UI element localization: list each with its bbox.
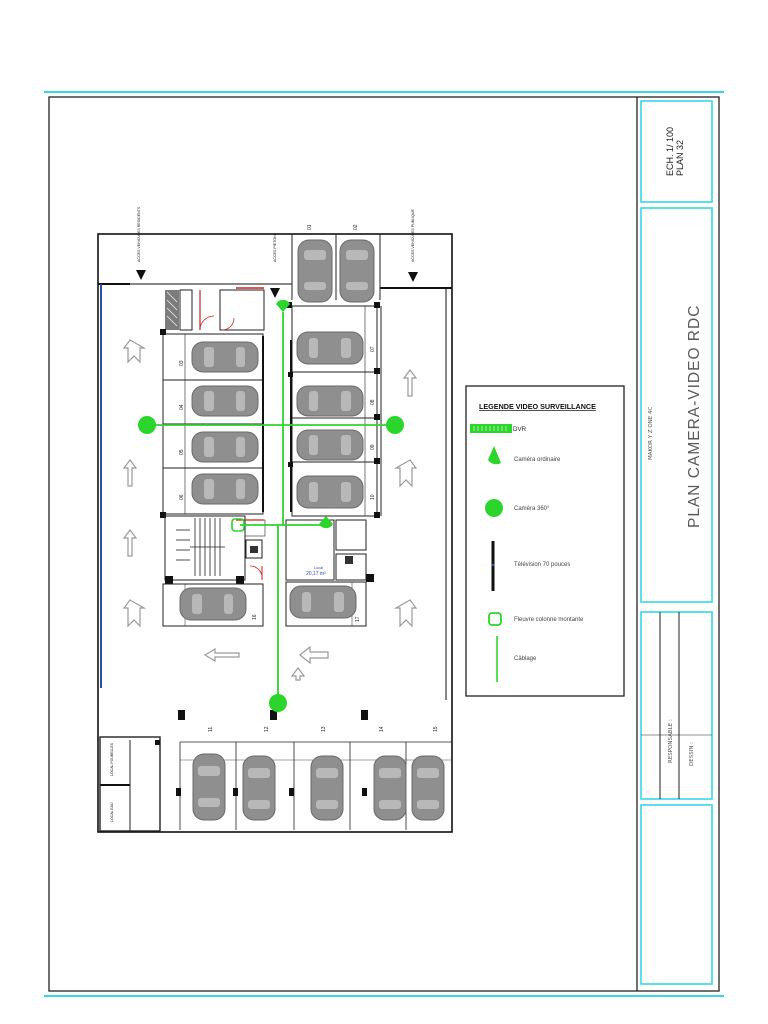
- legend-dvr-label: DVR: [513, 426, 527, 433]
- riser-column: [231, 518, 245, 532]
- spot-12: 12: [264, 726, 270, 732]
- client-label: MAKOR Y Z ONE 4C: [648, 406, 654, 460]
- legend-cable-label: Câblage: [514, 656, 537, 662]
- spot-05: 05: [179, 449, 185, 455]
- access-left-arrow: [136, 270, 146, 280]
- camera-ordinary-core: [319, 516, 333, 529]
- spot-17: 17: [355, 616, 361, 622]
- legend-tv-label: Télévision 70 pouces: [514, 562, 570, 568]
- plan-outline: [97, 233, 453, 833]
- camera-360-south: [269, 694, 287, 712]
- room-bottom-1: LOCAL POUBELLES: [110, 742, 114, 776]
- access-right-label: ACCES VEHICULES PUBLIQUE: [411, 208, 415, 262]
- spot-13: 13: [321, 726, 327, 732]
- spot-06: 06: [179, 494, 185, 500]
- floor-plan: ACCES VEHICULES RESIDENTS ACCES PIETONS …: [97, 206, 453, 833]
- camera-360-icon: [485, 499, 503, 517]
- spot-01: 01: [307, 224, 313, 230]
- responsable-label: RESPONSABLE :: [668, 719, 674, 763]
- legend-camera-ordinary-label: Caméra ordinaire: [514, 457, 561, 463]
- access-pedestrian-arrow: [270, 288, 280, 298]
- car: [297, 239, 333, 303]
- camera-360-west: [138, 416, 156, 434]
- traffic-arrows: [122, 339, 418, 681]
- spot-07: 07: [370, 346, 376, 352]
- car: [339, 239, 375, 303]
- spot-03: 03: [179, 360, 185, 366]
- plan-number-label: PLAN 32: [675, 140, 685, 176]
- access-pedestrian-label: ACCES PIETONS: [273, 232, 277, 262]
- legend-camera-360-label: Caméra 360°: [514, 506, 550, 512]
- sheet-border: [48, 96, 720, 992]
- room-area: 20,17 m²: [306, 571, 326, 577]
- spot-02: 02: [353, 224, 359, 230]
- spot-04: 04: [179, 404, 185, 410]
- title-cell-empty: [640, 804, 713, 985]
- scale-label: ECH. 1/ 100: [665, 127, 675, 176]
- legend-title: LEGENDE VIDEO SURVEILLANCE: [479, 402, 596, 411]
- title-block: ECH. 1/ 100 PLAN 32 PLAN CAMERA-VIDEO RD…: [640, 100, 713, 985]
- dvr-icon: [470, 424, 512, 433]
- surveillance-network: [138, 299, 404, 712]
- title-cell-names: [640, 611, 713, 800]
- spot-15: 15: [433, 726, 439, 732]
- riser-column-icon: [488, 612, 502, 626]
- camera-ordinary-entrance: [276, 299, 290, 312]
- camera-360-east: [386, 416, 404, 434]
- spot-08: 08: [370, 399, 376, 405]
- title-cell-main: [640, 207, 713, 603]
- legend-riser-label: Fleuvre colonne montante: [514, 617, 584, 623]
- spot-11: 11: [208, 727, 214, 732]
- camera-ordinary-icon: [488, 446, 501, 465]
- spot-14: 14: [379, 726, 385, 732]
- title-cell-scale: [640, 100, 713, 203]
- room-bottom-2: LOCAL EAU: [110, 802, 114, 822]
- spot-10: 10: [370, 494, 376, 500]
- drawing-title: PLAN CAMERA-VIDEO RDC: [686, 305, 703, 528]
- access-right-arrow: [408, 272, 418, 282]
- dessin-label: DESSIN :: [689, 742, 695, 766]
- access-left-label: ACCES VEHICULES RESIDENTS: [137, 206, 141, 262]
- spot-16: 16: [252, 614, 258, 620]
- legend: LEGENDE VIDEO SURVEILLANCE DVR Caméra or…: [465, 385, 625, 697]
- local-label: Local: [314, 566, 323, 570]
- parked-cars: [179, 239, 445, 821]
- spot-09: 09: [370, 444, 376, 450]
